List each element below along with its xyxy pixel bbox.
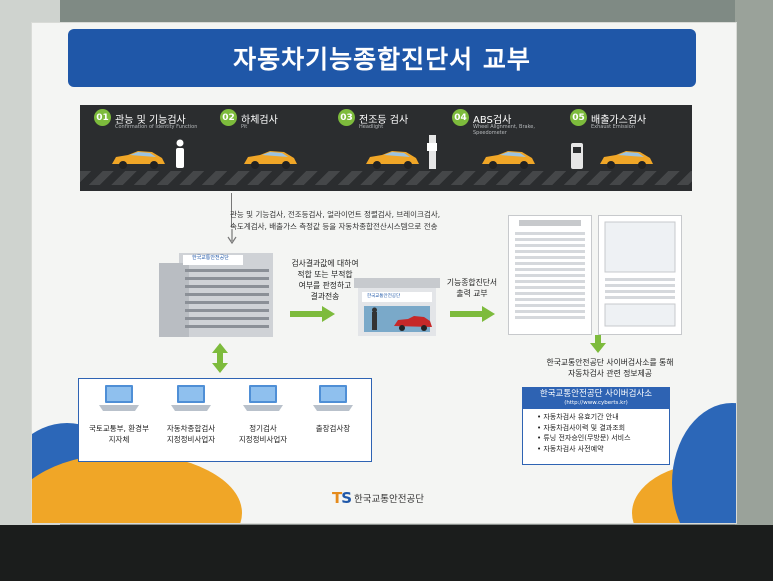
diagnosis-document-icon: [508, 215, 592, 335]
user-label-line: 출장검사장: [315, 424, 351, 433]
issue-line: 기능종합진단서: [446, 278, 498, 287]
cyber-note-line: 자동차검사 관련 정보제공: [568, 369, 652, 378]
judgment-line: 결과전송: [310, 292, 340, 301]
info-poster: 자동차기능종합진단서 교부 01 관능 및 기능검사 Confirmation …: [31, 22, 737, 524]
cyber-note-line: 한국교통안전공단 사이버검사소를 통해: [546, 358, 674, 367]
step-number: 02: [220, 109, 237, 126]
cyber-box-title: 한국교통안전공단 사이버검사소: [539, 389, 653, 399]
organization-logo: TS 한국교통안전공단: [332, 489, 424, 507]
user-label: 국토교통부, 환경부 지자체: [87, 423, 151, 445]
background-floor: [0, 525, 773, 581]
step-number: 05: [570, 109, 587, 126]
logo-letter-s: S: [341, 489, 352, 507]
list-item-text: 자동차검사 사전예약: [543, 444, 604, 453]
user-label: 출장검사장: [301, 423, 365, 434]
step-3: 03 전조등 검사 Headlight: [338, 109, 458, 189]
flow-note-line: 속도계검사, 배출가스 측정값 등을 자동차종합전산시스템으로 전송: [230, 222, 438, 231]
step-sublabel: Pit: [241, 124, 248, 130]
user-label: 정기검사 지정정비사업자: [231, 423, 295, 445]
ts-logo-mark: TS: [332, 489, 352, 507]
step-label: 전조등 검사: [359, 115, 409, 126]
headquarters-building-icon: [159, 253, 273, 337]
logo-text: 한국교통안전공단: [354, 494, 424, 505]
laptop-icon: [243, 385, 283, 411]
step-5: 05 배출가스검사 Exhaust Emission: [570, 109, 690, 189]
car-icon: [112, 151, 165, 169]
step-sublabel: Confirmation of Identity Function: [115, 124, 198, 130]
headlight-tester-icon: [427, 135, 437, 169]
arrow-down-icon: [227, 229, 237, 245]
cyber-inspection-box: 한국교통안전공단 사이버검사소 (http://www.cyberts.kr) …: [522, 387, 670, 465]
step-number: 03: [338, 109, 355, 126]
step-label: 배출가스검사: [591, 115, 647, 126]
step-1: 01 관능 및 기능검사 Confirmation of Identity Fu…: [94, 109, 214, 189]
step-number: 04: [452, 109, 469, 126]
user-group: 정기검사 지정정비사업자: [231, 385, 295, 445]
step-sublabel: Headlight: [359, 124, 384, 130]
user-group: 자동차종합검사 지정정비사업자: [159, 385, 223, 445]
car-icon: [482, 151, 535, 169]
decorative-wave-blue-right: [672, 403, 736, 523]
lane-stripe: [80, 171, 692, 185]
judgment-line: 여부를 판정하고: [298, 281, 352, 290]
laptop-icon: [313, 385, 353, 411]
flow-note: 관능 및 기능검사, 전조등검사, 얼라이먼트 정렬검사, 브레이크검사, 속도…: [230, 209, 440, 233]
flow-connector-line: [231, 193, 232, 227]
user-label-line: 지자체: [108, 435, 130, 444]
data-users-box: 국토교통부, 환경부 지자체 자동차종합검사 지정정비사업자 정기검사 지정정비…: [78, 378, 372, 462]
list-item-text: 튜닝 전자승인(무방문) 서비스: [543, 434, 631, 442]
car-icon: [366, 151, 419, 169]
cyber-note: 한국교통안전공단 사이버검사소를 통해 자동차검사 관련 정보제공: [520, 357, 700, 379]
list-item-text: 자동차검사이력 및 결과조회: [543, 423, 626, 432]
list-item: • 튜닝 전자승인(무방문) 서비스: [537, 434, 631, 442]
background-wall-right: [735, 0, 773, 581]
user-group: 국토교통부, 환경부 지자체: [87, 385, 151, 445]
car-icon: [600, 151, 653, 169]
list-item-text: 자동차검사 유효기간 안내: [543, 413, 619, 421]
list-item: • 자동차검사 사전예약: [537, 444, 604, 453]
user-label-line: 지정정비사업자: [238, 435, 288, 444]
emission-analyzer-icon: [571, 143, 583, 169]
list-item: • 자동차검사 유효기간 안내: [537, 413, 619, 421]
list-item: • 자동차검사이력 및 결과조회: [537, 423, 626, 432]
laptop-icon: [171, 385, 211, 411]
judgment-line: 검사결과값에 대하여: [291, 259, 359, 268]
car-icon: [244, 151, 297, 169]
decorative-wave-orange-left: [32, 453, 242, 523]
step-number: 01: [94, 109, 111, 126]
arrow-right-icon: [450, 306, 495, 322]
step-label: ABS검사: [473, 115, 512, 126]
issue-text: 기능종합진단서 출력 교부: [442, 277, 502, 299]
user-group: 출장검사장: [301, 385, 365, 434]
cyber-box-header: 한국교통안전공단 사이버검사소 (http://www.cyberts.kr): [523, 388, 669, 409]
cyber-box-url: (http://www.cyberts.kr): [564, 400, 628, 406]
issue-line: 출력 교부: [456, 289, 488, 298]
logo-letter-t: T: [332, 489, 342, 507]
user-label-line: 정기검사: [249, 424, 277, 433]
laptop-icon: [99, 385, 139, 411]
flow-note-line: 관능 및 기능검사, 전조등검사, 얼라이먼트 정렬검사, 브레이크검사,: [230, 210, 441, 219]
step-label: 관능 및 기능검사: [115, 115, 186, 126]
diagnosis-document-icon: [598, 215, 682, 335]
step-sublabel: Exhaust Emission: [591, 124, 635, 130]
bidirectional-arrow-icon: [212, 343, 228, 373]
user-label-line: 지정정비사업자: [166, 435, 216, 444]
poster-title: 자동차기능종합진단서 교부: [68, 29, 696, 87]
office-sign: 한국교통안전공단: [367, 294, 401, 299]
building-sign: 한국교통안전공단: [192, 255, 229, 261]
arrow-right-icon: [290, 306, 335, 322]
judgment-line: 적합 또는 부적합: [297, 270, 353, 279]
user-label-line: 자동차종합검사: [166, 424, 216, 433]
step-label: 하체검사: [241, 115, 278, 126]
judgment-text: 검사결과값에 대하여 적합 또는 부적합 여부를 판정하고 결과전송: [290, 258, 360, 302]
arrow-down-icon: [590, 335, 606, 353]
user-label: 자동차종합검사 지정정비사업자: [159, 423, 223, 445]
inspection-office-icon: [354, 278, 440, 336]
user-label-line: 국토교통부, 환경부: [89, 424, 149, 433]
cyber-service-list: • 자동차검사 유효기간 안내 • 자동차검사이력 및 결과조회 • 튜닝 전자…: [537, 412, 669, 454]
step-sublabel: Wheel Alignment, Brake, Speedometer: [473, 124, 535, 136]
inspector-icon: [176, 139, 184, 168]
